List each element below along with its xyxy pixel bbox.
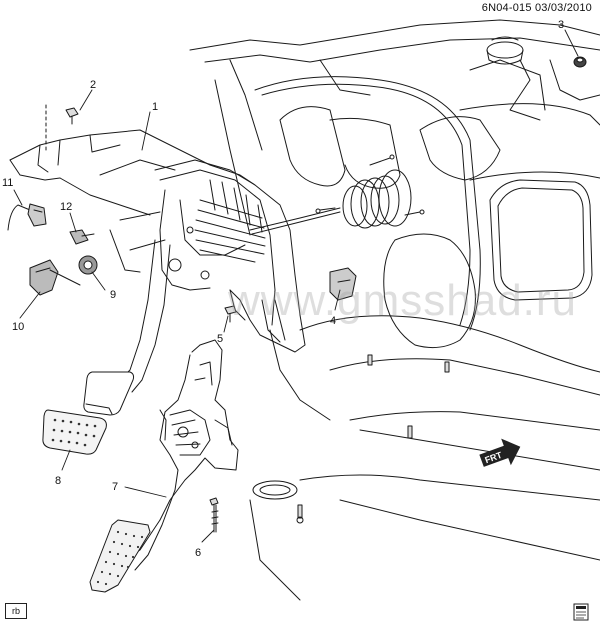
bolt-5 bbox=[224, 305, 237, 323]
reservoir-cap bbox=[486, 36, 524, 65]
switch-4 bbox=[329, 267, 357, 301]
sensor-11 bbox=[7, 203, 47, 231]
accelerator-pedal-pad bbox=[89, 519, 151, 593]
document-icon bbox=[573, 603, 589, 621]
callout-6: 6 bbox=[195, 547, 201, 559]
callout-8: 8 bbox=[55, 475, 61, 487]
rb-label: rb bbox=[5, 603, 27, 619]
switch-10 bbox=[29, 259, 81, 296]
callout-7: 7 bbox=[112, 481, 118, 493]
booster-studs bbox=[315, 154, 425, 216]
callout-numbers: 1 2 3 4 5 6 7 8 9 10 11 12 bbox=[2, 19, 564, 559]
bushing-9 bbox=[78, 255, 98, 275]
diagram-header: 6N04-015 03/03/2010 bbox=[482, 2, 592, 14]
callout-2: 2 bbox=[90, 79, 96, 91]
watermark: www.gmsshad.ru bbox=[228, 276, 578, 325]
callout-9: 9 bbox=[110, 289, 116, 301]
floor-grommet bbox=[252, 480, 304, 524]
diagram-date: 03/03/2010 bbox=[534, 2, 592, 14]
callout-10: 10 bbox=[12, 321, 24, 333]
brake-pedal-arm bbox=[119, 239, 171, 393]
leader-lines bbox=[13, 29, 579, 543]
pedal-bracket bbox=[9, 129, 306, 353]
bolt-2 bbox=[45, 104, 79, 151]
callout-3: 3 bbox=[558, 19, 564, 31]
callout-12: 12 bbox=[60, 201, 72, 213]
bolt-6 bbox=[209, 497, 219, 533]
dash-panel bbox=[189, 19, 600, 601]
callout-4: 4 bbox=[330, 315, 336, 327]
front-direction-arrow: FRT bbox=[479, 438, 521, 467]
clip-12 bbox=[69, 229, 95, 245]
brake-pedal-pad bbox=[83, 371, 135, 416]
diagram-code: 6N04-015 bbox=[481, 2, 532, 14]
accelerator-pedal-assembly bbox=[124, 339, 239, 571]
panel-fasteners bbox=[367, 354, 450, 439]
booster-bellows bbox=[249, 169, 412, 235]
pedal-pad-8 bbox=[42, 409, 107, 455]
callout-1: 1 bbox=[152, 101, 158, 113]
grommet-3 bbox=[573, 56, 587, 68]
callout-11: 11 bbox=[2, 177, 13, 189]
callout-5: 5 bbox=[217, 333, 223, 345]
